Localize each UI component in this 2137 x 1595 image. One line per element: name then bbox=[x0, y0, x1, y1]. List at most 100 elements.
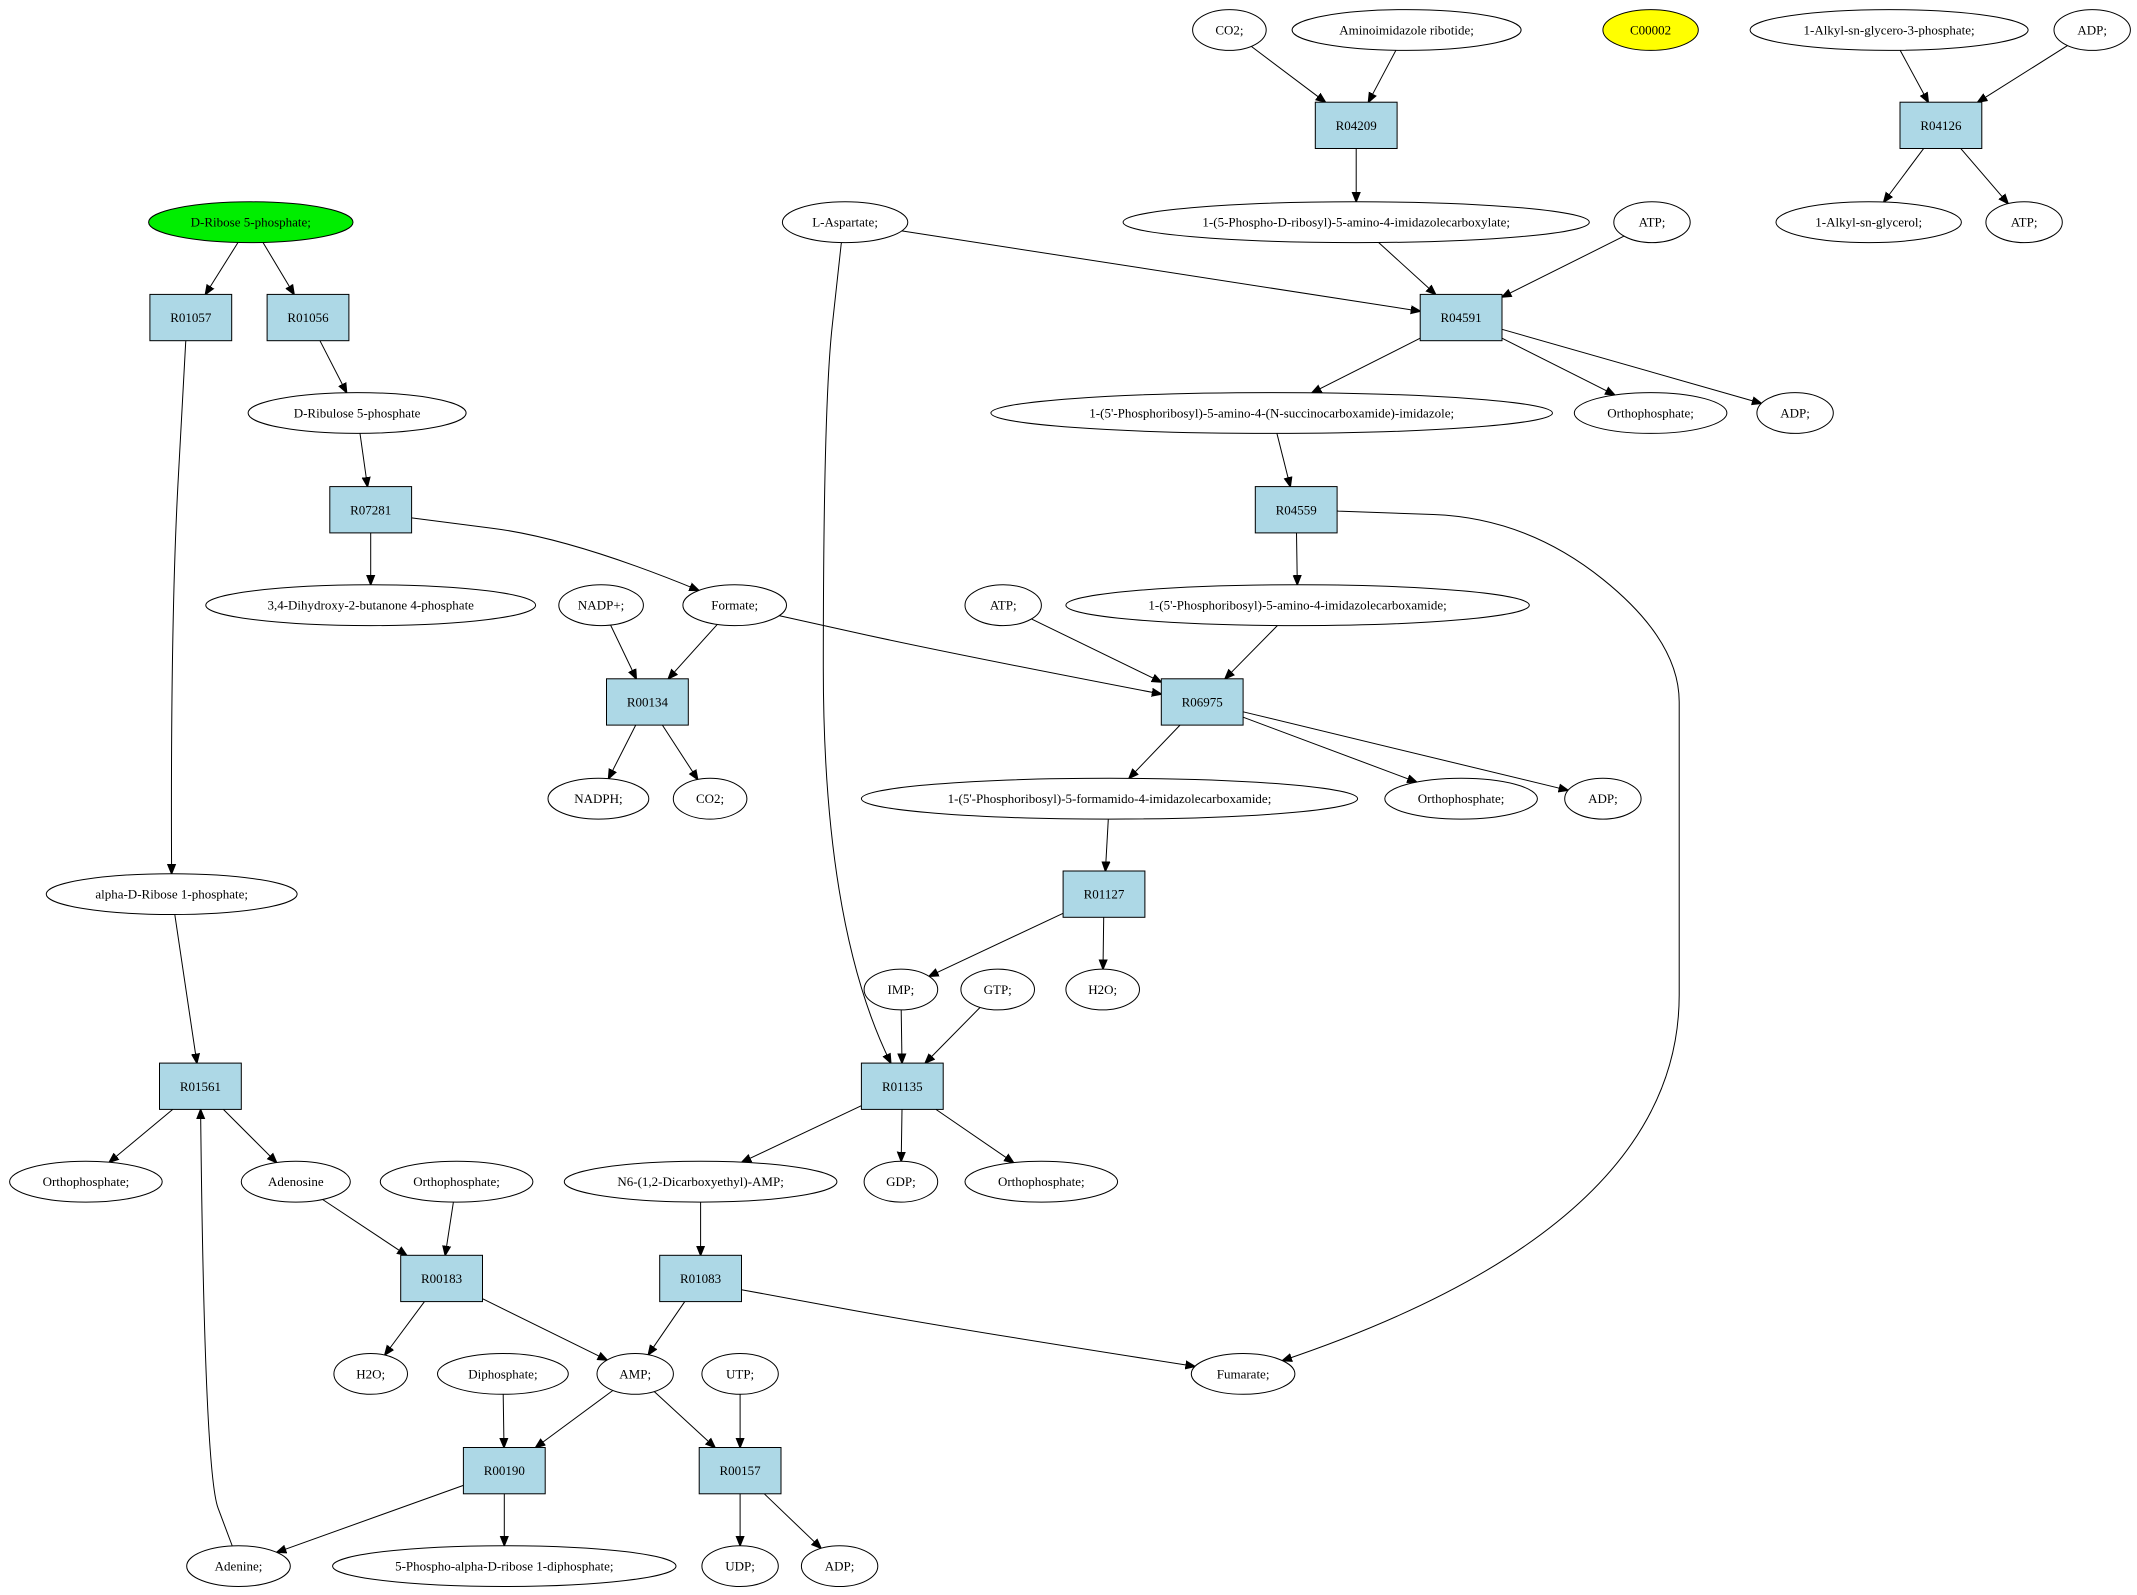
compound-node-h2o-a[interactable]: H2O; bbox=[1065, 968, 1140, 1011]
compound-node-atp-c[interactable]: ATP; bbox=[964, 584, 1042, 627]
node-label: R01561 bbox=[180, 1079, 221, 1094]
node-label: D-Ribulose 5-phosphate bbox=[294, 406, 421, 421]
compound-node-alkyl-glycero-phosphate[interactable]: 1-Alkyl-sn-glycero-3-phosphate; bbox=[1749, 9, 2029, 51]
compound-node-orthophosphate-d[interactable]: Orthophosphate; bbox=[379, 1160, 534, 1203]
reaction-box bbox=[159, 1062, 242, 1110]
compound-node-gtp[interactable]: GTP; bbox=[960, 968, 1036, 1011]
compound-node-n6-dicarboxyethyl-amp[interactable]: N6-(1,2-Dicarboxyethyl)-AMP; bbox=[563, 1160, 838, 1203]
compound-ellipse bbox=[964, 584, 1042, 627]
reaction-node-r04126[interactable]: R04126 bbox=[1899, 101, 1983, 149]
node-label: NADP+; bbox=[578, 598, 624, 613]
edge-formate-to-r00134 bbox=[668, 624, 718, 678]
compound-ellipse bbox=[45, 873, 298, 915]
reaction-node-r01083[interactable]: R01083 bbox=[659, 1254, 743, 1303]
edge-amp-to-r00157 bbox=[653, 1391, 715, 1448]
compound-node-co2-a[interactable]: CO2; bbox=[1192, 9, 1267, 51]
reaction-node-r01561[interactable]: R01561 bbox=[159, 1062, 242, 1110]
edges-layer bbox=[109, 45, 2068, 1553]
node-label: R06975 bbox=[1182, 694, 1223, 709]
compound-node-imp[interactable]: IMP; bbox=[863, 968, 939, 1011]
compound-node-formate[interactable]: Formate; bbox=[682, 584, 788, 627]
compound-node-utp[interactable]: UTP; bbox=[701, 1353, 779, 1395]
reaction-node-r04591[interactable]: R04591 bbox=[1419, 293, 1503, 342]
edge-r00157-to-adp_c bbox=[763, 1493, 821, 1548]
compound-node-saicar[interactable]: 1-(5'-Phosphoribosyl)-5-amino-4-(N-succi… bbox=[990, 392, 1553, 434]
compound-node-aicar[interactable]: 1-(5'-Phosphoribosyl)-5-amino-4-imidazol… bbox=[1065, 584, 1530, 627]
compound-node-diphosphate[interactable]: Diphosphate; bbox=[437, 1353, 569, 1395]
compound-ellipse bbox=[563, 1160, 838, 1203]
reaction-node-r01135[interactable]: R01135 bbox=[860, 1062, 944, 1110]
compound-node-nadp[interactable]: NADP+; bbox=[558, 584, 644, 627]
node-label: 1-(5'-Phosphoribosyl)-5-amino-4-imidazol… bbox=[1148, 598, 1446, 613]
node-label: R01083 bbox=[680, 1271, 721, 1286]
nodes-layer: CO2; Aminoimidazole ribotide; C00002 1-Alky… bbox=[9, 9, 2131, 1587]
reaction-node-r04209[interactable]: R04209 bbox=[1314, 101, 1398, 149]
reaction-box bbox=[860, 1062, 944, 1110]
edge-r01135-to-n6_dicarboxyethyl_amp bbox=[742, 1105, 862, 1163]
compound-node-aminoimidazole-ribotide[interactable]: Aminoimidazole ribotide; bbox=[1291, 9, 1522, 51]
compound-node-atp-b[interactable]: ATP; bbox=[1985, 201, 2063, 244]
edge-r01135-to-gdp bbox=[901, 1109, 902, 1162]
compound-node-d-ribulose-5p[interactable]: D-Ribulose 5-phosphate bbox=[247, 392, 467, 434]
edge-r04126-to-alkyl_glycerol bbox=[1884, 148, 1925, 202]
compound-node-co2-b[interactable]: CO2; bbox=[672, 777, 748, 820]
compound-node-dihydroxy-butanone[interactable]: 3,4-Dihydroxy-2-butanone 4-phosphate bbox=[205, 584, 537, 627]
compound-node-gdp[interactable]: GDP; bbox=[863, 1160, 939, 1203]
compound-node-atp-a[interactable]: ATP; bbox=[1613, 201, 1691, 244]
reaction-box bbox=[149, 293, 233, 342]
compound-node-phospho-ribosyl-carboxylate[interactable]: 1-(5-Phospho-D-ribosyl)-5-amino-4-imidaz… bbox=[1122, 201, 1590, 244]
compound-node-d-ribose-5p[interactable]: D-Ribose 5-phosphate; bbox=[148, 201, 354, 244]
compound-node-orthophosphate-b[interactable]: Orthophosphate; bbox=[1384, 777, 1538, 820]
node-label: L-Aspartate; bbox=[812, 215, 878, 230]
compound-node-adp-b[interactable]: ADP; bbox=[1564, 777, 1642, 820]
reaction-node-r00157[interactable]: R00157 bbox=[698, 1447, 782, 1495]
node-label: CO2; bbox=[1215, 23, 1243, 38]
reaction-node-r00183[interactable]: R00183 bbox=[400, 1254, 484, 1303]
compound-node-adp-c[interactable]: ADP; bbox=[800, 1545, 879, 1587]
reaction-node-r07281[interactable]: R07281 bbox=[329, 486, 413, 534]
compound-node-prpp[interactable]: 5-Phospho-alpha-D-ribose 1-diphosphate; bbox=[332, 1545, 677, 1587]
reaction-node-r01057[interactable]: R01057 bbox=[149, 293, 233, 342]
edge-gtp-to-r01135 bbox=[925, 1007, 981, 1064]
reaction-box bbox=[698, 1447, 782, 1495]
compound-ellipse bbox=[9, 1160, 163, 1203]
edge-r01135-to-orthophosphate_e bbox=[935, 1109, 1014, 1163]
node-label: H2O; bbox=[356, 1366, 385, 1381]
compound-node-amp[interactable]: AMP; bbox=[596, 1353, 674, 1395]
compound-node-udp[interactable]: UDP; bbox=[701, 1545, 779, 1587]
compound-node-h2o-b[interactable]: H2O; bbox=[333, 1353, 409, 1395]
reaction-node-r04559[interactable]: R04559 bbox=[1254, 486, 1338, 534]
reaction-node-r00190[interactable]: R00190 bbox=[462, 1447, 546, 1495]
compound-ellipse bbox=[990, 392, 1553, 434]
compound-ellipse bbox=[672, 777, 748, 820]
compound-node-adp-top[interactable]: ADP; bbox=[2053, 9, 2131, 51]
compound-node-adp-a[interactable]: ADP; bbox=[1756, 392, 1834, 434]
compound-ellipse bbox=[247, 392, 467, 434]
reaction-node-r06975[interactable]: R06975 bbox=[1160, 678, 1244, 726]
reaction-node-r01056[interactable]: R01056 bbox=[266, 293, 350, 342]
edge-phospho_ribosyl_carboxylate-to-r04591 bbox=[1378, 242, 1436, 295]
node-label: R01127 bbox=[1084, 887, 1125, 902]
compound-node-orthophosphate-a[interactable]: Orthophosphate; bbox=[1573, 392, 1728, 434]
compound-node-alpha-d-ribose-1p[interactable]: alpha-D-Ribose 1-phosphate; bbox=[45, 873, 298, 915]
node-label: R01135 bbox=[882, 1079, 923, 1094]
compound-node-fumarate[interactable]: Fumarate; bbox=[1190, 1353, 1296, 1395]
node-label: IMP; bbox=[888, 982, 915, 997]
edge-r01561-to-adenosine bbox=[223, 1109, 277, 1163]
node-label: 3,4-Dihydroxy-2-butanone 4-phosphate bbox=[267, 598, 474, 613]
compound-node-orthophosphate-e[interactable]: Orthophosphate; bbox=[964, 1160, 1119, 1203]
reaction-node-r00134[interactable]: R00134 bbox=[606, 678, 689, 726]
compound-node-c00002[interactable]: C00002 bbox=[1602, 9, 1699, 51]
reaction-box bbox=[606, 678, 689, 726]
reaction-node-r01127[interactable]: R01127 bbox=[1062, 870, 1146, 918]
compound-node-l-aspartate[interactable]: L-Aspartate; bbox=[781, 201, 909, 244]
compound-ellipse bbox=[205, 584, 537, 627]
compound-node-adenine[interactable]: Adenine; bbox=[186, 1545, 291, 1587]
compound-ellipse bbox=[1122, 201, 1590, 244]
compound-node-adenosine[interactable]: Adenosine bbox=[240, 1160, 351, 1203]
compound-node-alkyl-glycerol[interactable]: 1-Alkyl-sn-glycerol; bbox=[1775, 201, 1962, 244]
node-label: Adenine; bbox=[215, 1559, 263, 1574]
compound-node-faicar[interactable]: 1-(5'-Phosphoribosyl)-5-formamido-4-imid… bbox=[860, 777, 1359, 820]
compound-node-nadph[interactable]: NADPH; bbox=[547, 777, 650, 820]
compound-node-orthophosphate-c[interactable]: Orthophosphate; bbox=[9, 1160, 163, 1203]
